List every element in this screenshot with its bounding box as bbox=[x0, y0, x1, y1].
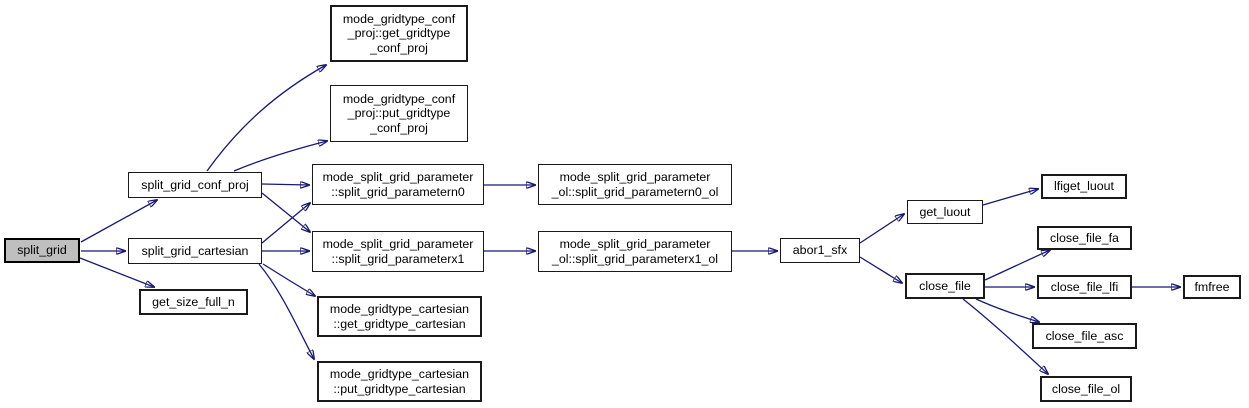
edge-split_grid_conf_proj-split_grid_parameterx1 bbox=[261, 192, 310, 232]
node-close_file[interactable]: close_file bbox=[905, 273, 985, 299]
node-put_gridtype_cartesian[interactable]: mode_gridtype_cartesian ::put_gridtype_c… bbox=[317, 361, 482, 402]
edge-close_file-close_file_asc bbox=[975, 298, 1039, 322]
node-split_grid_conf_proj[interactable]: split_grid_conf_proj bbox=[128, 172, 262, 198]
edge-abor1_sfx-get_luout bbox=[859, 214, 904, 244]
node-fmfree[interactable]: fmfree bbox=[1183, 275, 1241, 299]
node-split_grid_parameterx1_ol[interactable]: mode_split_grid_parameter _ol::split_gri… bbox=[538, 231, 732, 272]
node-close_file_lfi[interactable]: close_file_lfi bbox=[1037, 275, 1132, 299]
edge-split_grid_conf_proj-split_grid_parametern0 bbox=[261, 184, 309, 185]
edge-split_grid-get_size_full_n bbox=[79, 257, 154, 287]
node-close_file_ol[interactable]: close_file_ol bbox=[1040, 376, 1132, 402]
edge-split_grid_conf_proj-get_gridtype_conf_proj bbox=[206, 65, 326, 172]
node-abor1_sfx[interactable]: abor1_sfx bbox=[780, 238, 860, 263]
edge-split_grid-split_grid_conf_proj bbox=[80, 200, 157, 243]
node-close_file_asc[interactable]: close_file_asc bbox=[1032, 323, 1137, 349]
edge-get_luout-lfiget_luout bbox=[982, 189, 1038, 206]
node-lfiget_luout[interactable]: lfiget_luout bbox=[1041, 174, 1127, 199]
node-split_grid_cartesian[interactable]: split_grid_cartesian bbox=[128, 238, 262, 264]
node-get_gridtype_cartesian[interactable]: mode_gridtype_cartesian ::get_gridtype_c… bbox=[317, 296, 482, 337]
edge-split_grid_cartesian-split_grid_parametern0 bbox=[261, 203, 310, 244]
node-get_gridtype_conf_proj[interactable]: mode_gridtype_conf _proj::get_gridtype _… bbox=[330, 5, 468, 62]
edge-close_file-close_file_fa bbox=[984, 250, 1050, 281]
node-close_file_fa[interactable]: close_file_fa bbox=[1037, 226, 1132, 250]
node-get_luout[interactable]: get_luout bbox=[907, 200, 983, 224]
edge-close_file-close_file_ol bbox=[962, 298, 1048, 374]
node-split_grid_parameterx1[interactable]: mode_split_grid_parameter ::split_grid_p… bbox=[312, 231, 484, 272]
node-get_size_full_n[interactable]: get_size_full_n bbox=[139, 289, 248, 315]
node-split_grid[interactable]: split_grid bbox=[4, 238, 80, 263]
edge-abor1_sfx-close_file bbox=[859, 256, 902, 283]
edge-split_grid_cartesian-put_gridtype_cartesian bbox=[258, 263, 314, 359]
node-split_grid_parametern0[interactable]: mode_split_grid_parameter ::split_grid_p… bbox=[312, 164, 484, 205]
node-put_gridtype_conf_proj[interactable]: mode_gridtype_conf _proj::put_gridtype _… bbox=[330, 85, 468, 142]
edge-split_grid_cartesian-get_gridtype_cartesian bbox=[262, 263, 315, 296]
node-split_grid_parametern0_ol[interactable]: mode_split_grid_parameter _ol::split_gri… bbox=[538, 164, 732, 205]
edge-split_grid_conf_proj-put_gridtype_conf_proj bbox=[233, 141, 327, 172]
